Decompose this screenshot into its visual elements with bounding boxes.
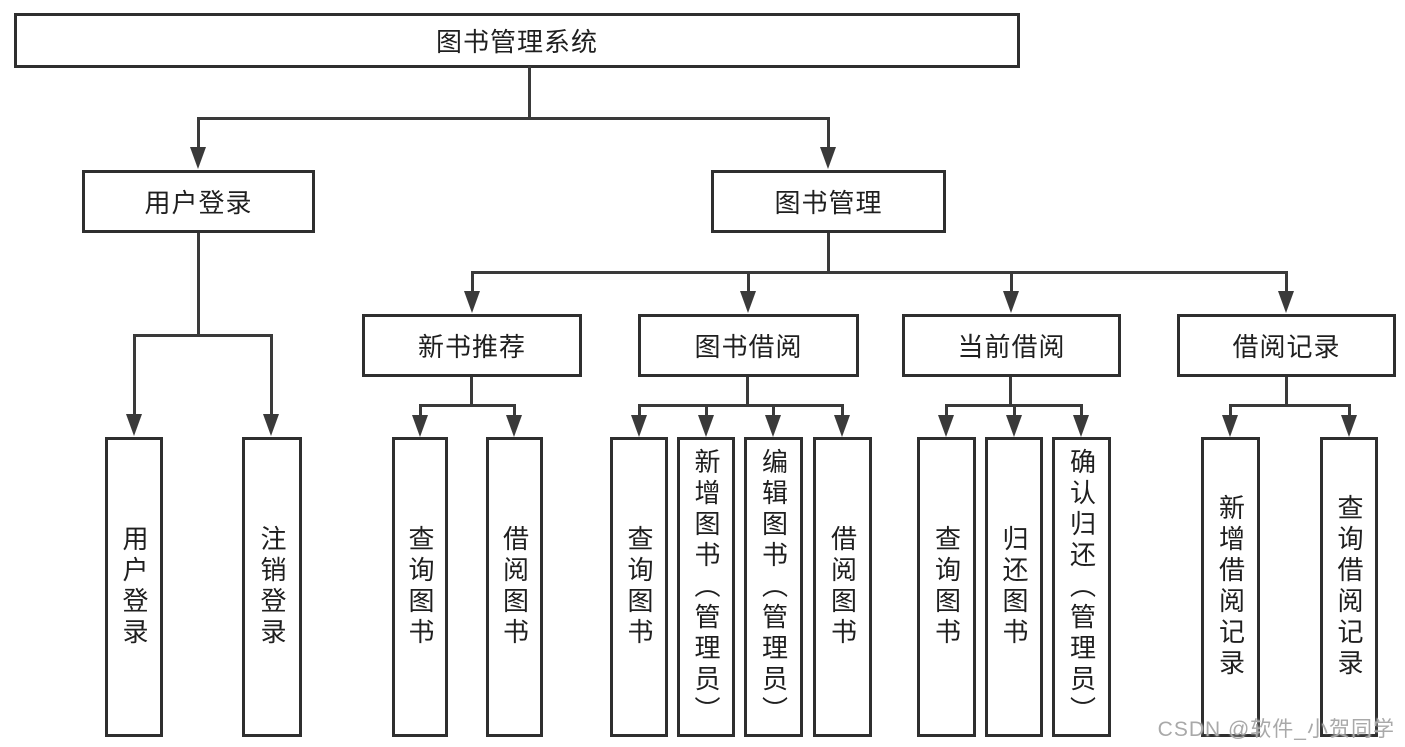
connector-book-mgmt-bus (471, 271, 1288, 274)
connector-user-login-bus (133, 334, 273, 337)
arrow-down-icon (1073, 415, 1089, 437)
leaf-label: 确认归还（管理员） (1066, 447, 1097, 727)
arrow-down-icon (412, 415, 428, 437)
leaf-label: 查询借阅记录 (1334, 494, 1364, 680)
leaf-label: 借阅图书 (827, 525, 858, 649)
connector-drop (945, 404, 948, 418)
leaf-query-book-recommend: 查询图书 (392, 437, 448, 737)
leaf-label: 新增图书（管理员） (691, 447, 721, 727)
node-current-borrow: 当前借阅 (902, 314, 1121, 377)
arrow-down-icon (765, 415, 781, 437)
connector-group-stem (746, 377, 749, 407)
arrow-down-icon (820, 147, 836, 169)
arrow-down-icon (698, 415, 714, 437)
leaf-label: 注销登录 (257, 525, 287, 649)
connector-group-bus (638, 404, 844, 407)
node-label: 图书管理 (774, 188, 883, 218)
node-label: 当前借阅 (957, 332, 1066, 362)
leaf-add-book-admin: 新增图书（管理员） (677, 437, 735, 737)
connector-drop (841, 404, 844, 418)
leaf-user-login: 用户登录 (105, 437, 163, 737)
arrow-down-icon (1222, 415, 1238, 437)
connector-drop (1348, 404, 1351, 418)
connector-group-bus (419, 404, 516, 407)
arrow-down-icon (506, 415, 522, 437)
leaf-query-book-borrow: 查询图书 (610, 437, 668, 737)
leaf-borrow-book-recommend: 借阅图书 (486, 437, 543, 737)
leaf-query-book-current: 查询图书 (917, 437, 976, 737)
leaf-label: 查询图书 (931, 525, 962, 649)
connector-root-stem (528, 66, 531, 119)
connector-root-bus (197, 117, 830, 120)
arrow-down-icon (1003, 291, 1019, 313)
connector-drop (772, 404, 775, 418)
connector-drop (827, 117, 830, 150)
leaf-label: 归还图书 (999, 525, 1029, 649)
node-label: 图书管理系统 (435, 27, 598, 57)
arrow-down-icon (1278, 291, 1294, 313)
connector-group-bus (1229, 404, 1351, 407)
connector-drop (270, 334, 273, 417)
connector-drop (1285, 271, 1288, 295)
node-label: 图书借阅 (694, 332, 803, 362)
node-book-management: 图书管理 (711, 170, 946, 233)
leaf-label: 查询图书 (405, 525, 435, 649)
connector-drop (197, 117, 200, 150)
connector-user-login-stem (197, 233, 200, 337)
arrow-down-icon (1006, 415, 1022, 437)
node-user-login: 用户登录 (82, 170, 315, 233)
leaf-edit-book-admin: 编辑图书（管理员） (744, 437, 803, 737)
arrow-down-icon (631, 415, 647, 437)
connector-drop (1229, 404, 1232, 418)
connector-drop (133, 334, 136, 417)
connector-group-stem (1285, 377, 1288, 407)
leaf-label: 查询图书 (624, 525, 654, 649)
connector-group-stem (1009, 377, 1012, 407)
node-label: 借阅记录 (1232, 332, 1341, 362)
node-library-management-system: 图书管理系统 (14, 13, 1020, 68)
node-book-borrow: 图书借阅 (638, 314, 859, 377)
arrow-down-icon (740, 291, 756, 313)
connector-drop (1080, 404, 1083, 418)
arrow-down-icon (834, 415, 850, 437)
node-label: 新书推荐 (417, 332, 526, 362)
connector-drop (513, 404, 516, 418)
arrow-down-icon (1341, 415, 1357, 437)
connector-drop (1010, 271, 1013, 295)
leaf-logout: 注销登录 (242, 437, 302, 737)
arrow-down-icon (263, 414, 279, 436)
csdn-watermark: CSDN @软件_小贺同学 (1157, 718, 1395, 741)
connector-drop (1013, 404, 1016, 418)
node-borrow-records: 借阅记录 (1177, 314, 1396, 377)
leaf-add-borrow-record: 新增借阅记录 (1201, 437, 1260, 737)
arrow-down-icon (126, 414, 142, 436)
connector-group-stem (470, 377, 473, 407)
connector-drop (419, 404, 422, 418)
node-label: 用户登录 (144, 188, 253, 218)
node-new-book-recommend: 新书推荐 (362, 314, 582, 377)
connector-drop (638, 404, 641, 418)
leaf-label: 用户登录 (119, 525, 149, 649)
leaf-label: 借阅图书 (499, 525, 530, 649)
arrow-down-icon (938, 415, 954, 437)
leaf-borrow-book: 借阅图书 (813, 437, 872, 737)
leaf-label: 编辑图书（管理员） (758, 447, 789, 727)
connector-drop (471, 271, 474, 295)
leaf-label: 新增借阅记录 (1215, 494, 1246, 680)
connector-drop (705, 404, 708, 418)
arrow-down-icon (190, 147, 206, 169)
connector-drop (747, 271, 750, 295)
leaf-return-book: 归还图书 (985, 437, 1043, 737)
arrow-down-icon (464, 291, 480, 313)
connector-book-mgmt-stem (827, 233, 830, 274)
leaf-confirm-return-admin: 确认归还（管理员） (1052, 437, 1111, 737)
leaf-query-borrow-record: 查询借阅记录 (1320, 437, 1378, 737)
